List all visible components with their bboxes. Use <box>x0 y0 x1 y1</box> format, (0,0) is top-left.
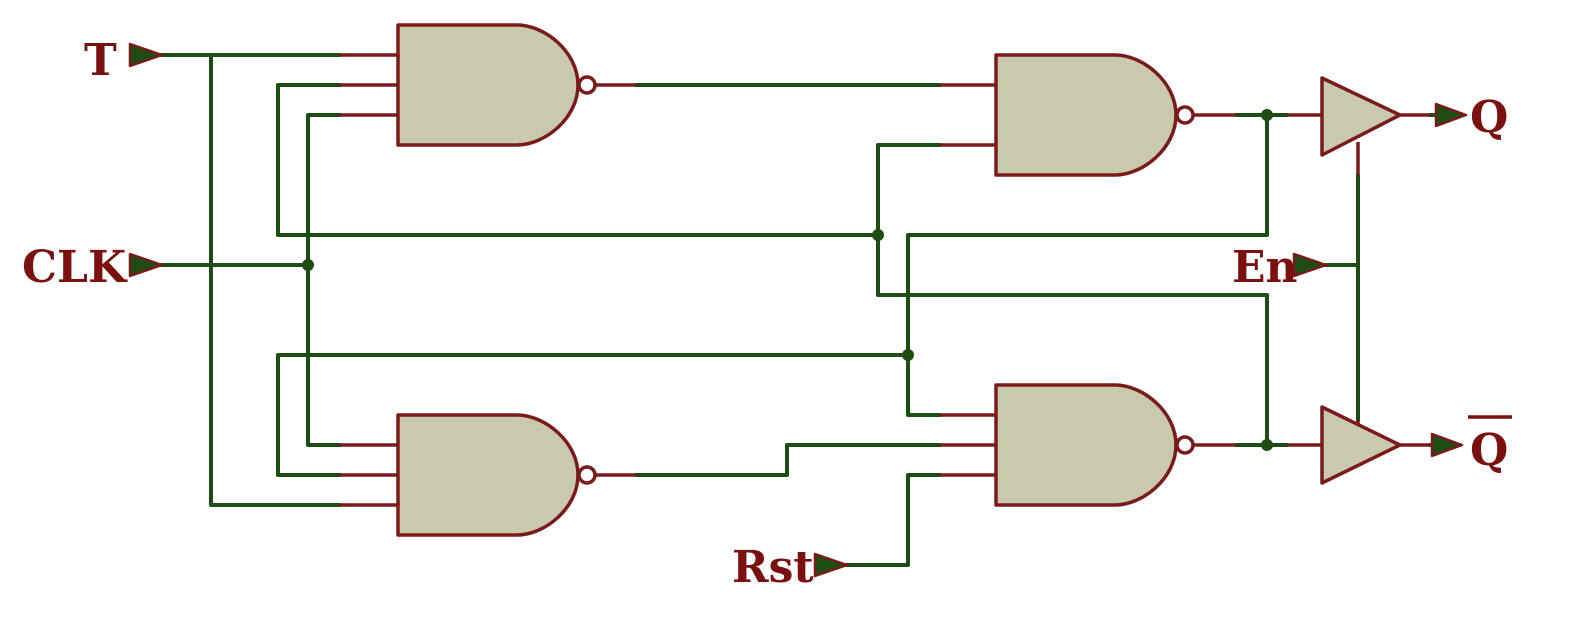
pin-rst-arrow <box>813 552 849 578</box>
junction-clk <box>302 259 314 271</box>
inverter-bubble <box>577 75 597 95</box>
wires <box>158 53 1438 567</box>
nand-gate-input-bottom <box>340 413 636 537</box>
junction-q <box>1261 109 1273 121</box>
label-clk: CLK <box>22 242 128 293</box>
label-rst: Rst <box>732 542 814 593</box>
wire-qbar-to-top-latch <box>876 143 1269 447</box>
pins <box>128 42 1468 578</box>
label-t: T <box>84 35 117 86</box>
wire-t-vertical <box>209 53 342 507</box>
inverter-bubble <box>1175 105 1195 125</box>
pin-t-arrow <box>128 42 164 68</box>
gate-body <box>994 383 1178 507</box>
pin-q-arrow <box>1434 102 1468 128</box>
labels: T CLK En Rst Q Q <box>22 35 1512 593</box>
label-en: En <box>1232 242 1298 293</box>
wire-nand2-out <box>634 443 942 477</box>
junctions <box>302 109 1273 451</box>
label-q-bar: Q <box>1470 425 1508 476</box>
gate-body <box>994 53 1178 177</box>
inverter-bubble <box>1175 435 1195 455</box>
inverter-bubble <box>577 465 597 485</box>
tristate-buffer-q-bar <box>1287 405 1430 485</box>
junction-qbar <box>1261 439 1273 451</box>
wire-feedback-bottom <box>276 353 910 477</box>
nand-gate-latch-top <box>940 53 1236 177</box>
buffer-body <box>1320 76 1402 157</box>
gate-body <box>396 413 580 537</box>
junction-feedback-top <box>872 229 884 241</box>
pin-en-arrow <box>1292 252 1328 278</box>
junction-feedback-bottom <box>902 349 914 361</box>
gate-body <box>396 23 580 147</box>
buffer-body <box>1320 405 1402 485</box>
tristate-buffer-q <box>1287 76 1430 175</box>
wire-clk-vertical <box>306 113 342 447</box>
wire-rst-in <box>843 473 942 567</box>
nand-gate-latch-bottom <box>940 383 1236 507</box>
nand-gate-input-top <box>340 23 636 147</box>
pin-qbar-arrow <box>1430 432 1464 458</box>
wire-q-to-bottom-latch <box>906 113 1269 417</box>
wire-feedback-top <box>276 83 880 237</box>
pin-clk-arrow <box>128 252 164 278</box>
label-q: Q <box>1470 92 1508 143</box>
